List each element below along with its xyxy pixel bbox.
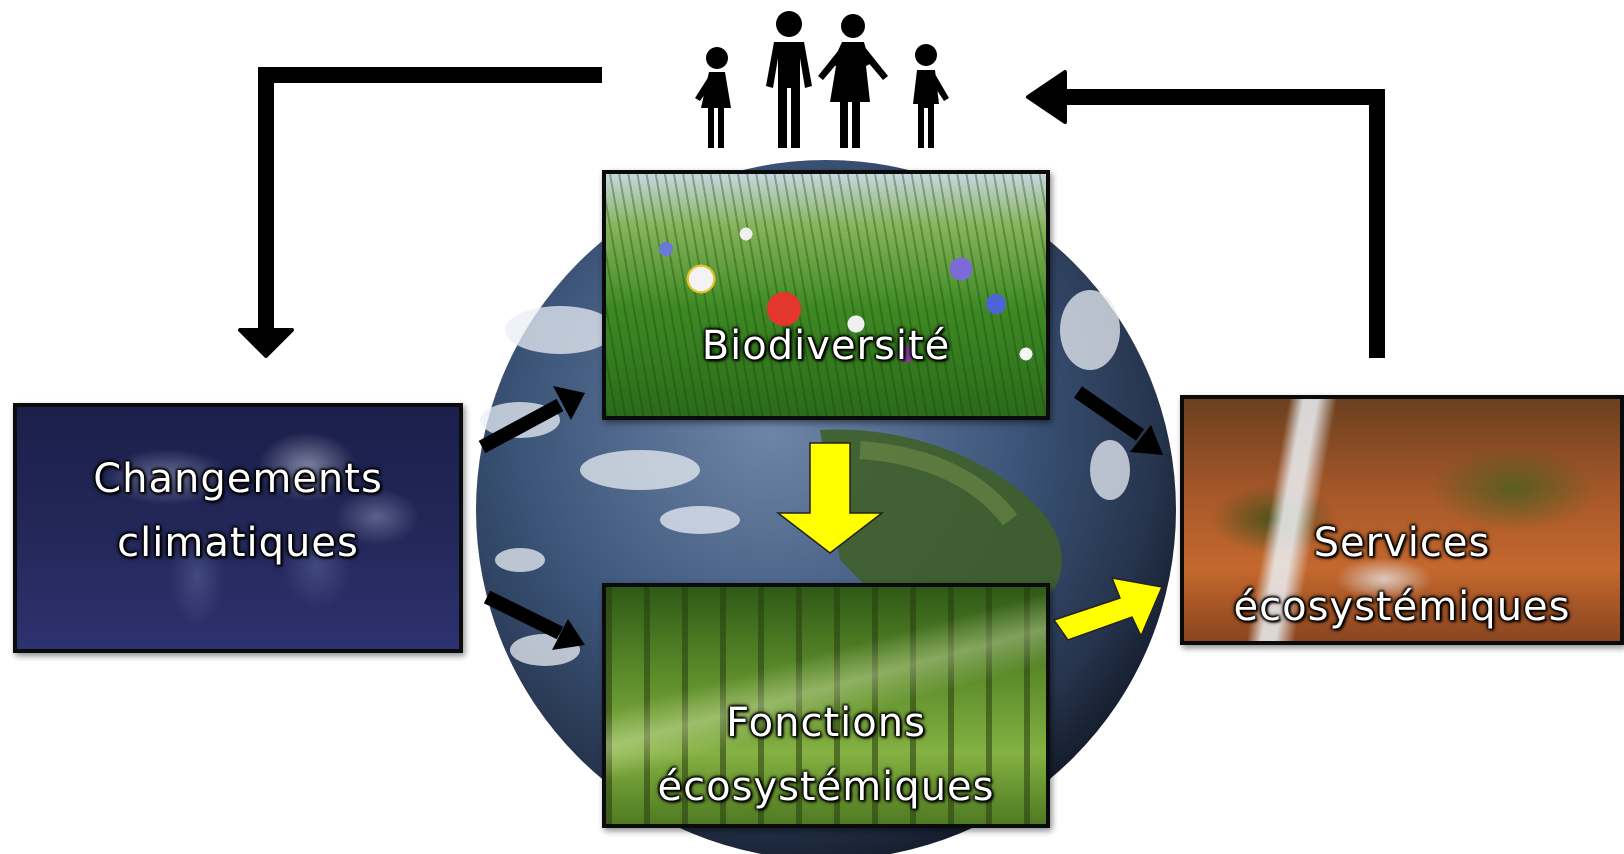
label-line-1: Biodiversité — [701, 323, 951, 369]
arrow-functions-to-services — [1052, 577, 1164, 641]
label-line-1: Fonctions — [726, 700, 926, 746]
family-icon — [695, 11, 949, 148]
node-ecosystem-functions: Fonctions écosystémiques — [602, 583, 1050, 828]
arrow-biodiversity-to-services — [1074, 386, 1163, 455]
label-line-1: Changements — [93, 456, 383, 502]
label-line-2: écosystémiques — [657, 764, 995, 810]
label-line-2: écosystémiques — [1233, 584, 1571, 630]
arrowhead-to-family — [1026, 70, 1067, 124]
node-biodiversity: Biodiversité — [602, 170, 1050, 420]
night-earth-image — [17, 407, 459, 649]
label-line-2: climatiques — [117, 520, 359, 566]
arrowhead-to-climate — [238, 328, 294, 358]
node-ecosystem-services-label: Services écosystémiques — [1184, 511, 1620, 639]
node-ecosystem-functions-label: Fonctions écosystémiques — [606, 691, 1046, 819]
arrow-biodiversity-to-functions — [775, 442, 885, 554]
waterfall-stream-image — [1184, 399, 1620, 641]
node-climate-change-label: Changements climatiques — [17, 447, 459, 575]
wildflower-meadow-image — [606, 174, 1046, 416]
forest-image — [606, 587, 1046, 824]
node-climate-change: Changements climatiques — [13, 403, 463, 653]
node-biodiversity-label: Biodiversité — [606, 314, 1046, 378]
arrow-climate-to-biodiversity — [478, 386, 585, 454]
feedback-arrow-to-family — [1065, 89, 1385, 358]
label-line-1: Services — [1313, 520, 1491, 566]
arrow-climate-to-functions — [483, 590, 585, 650]
feedback-arrow-to-climate — [258, 67, 602, 330]
node-ecosystem-services: Services écosystémiques — [1180, 395, 1624, 645]
